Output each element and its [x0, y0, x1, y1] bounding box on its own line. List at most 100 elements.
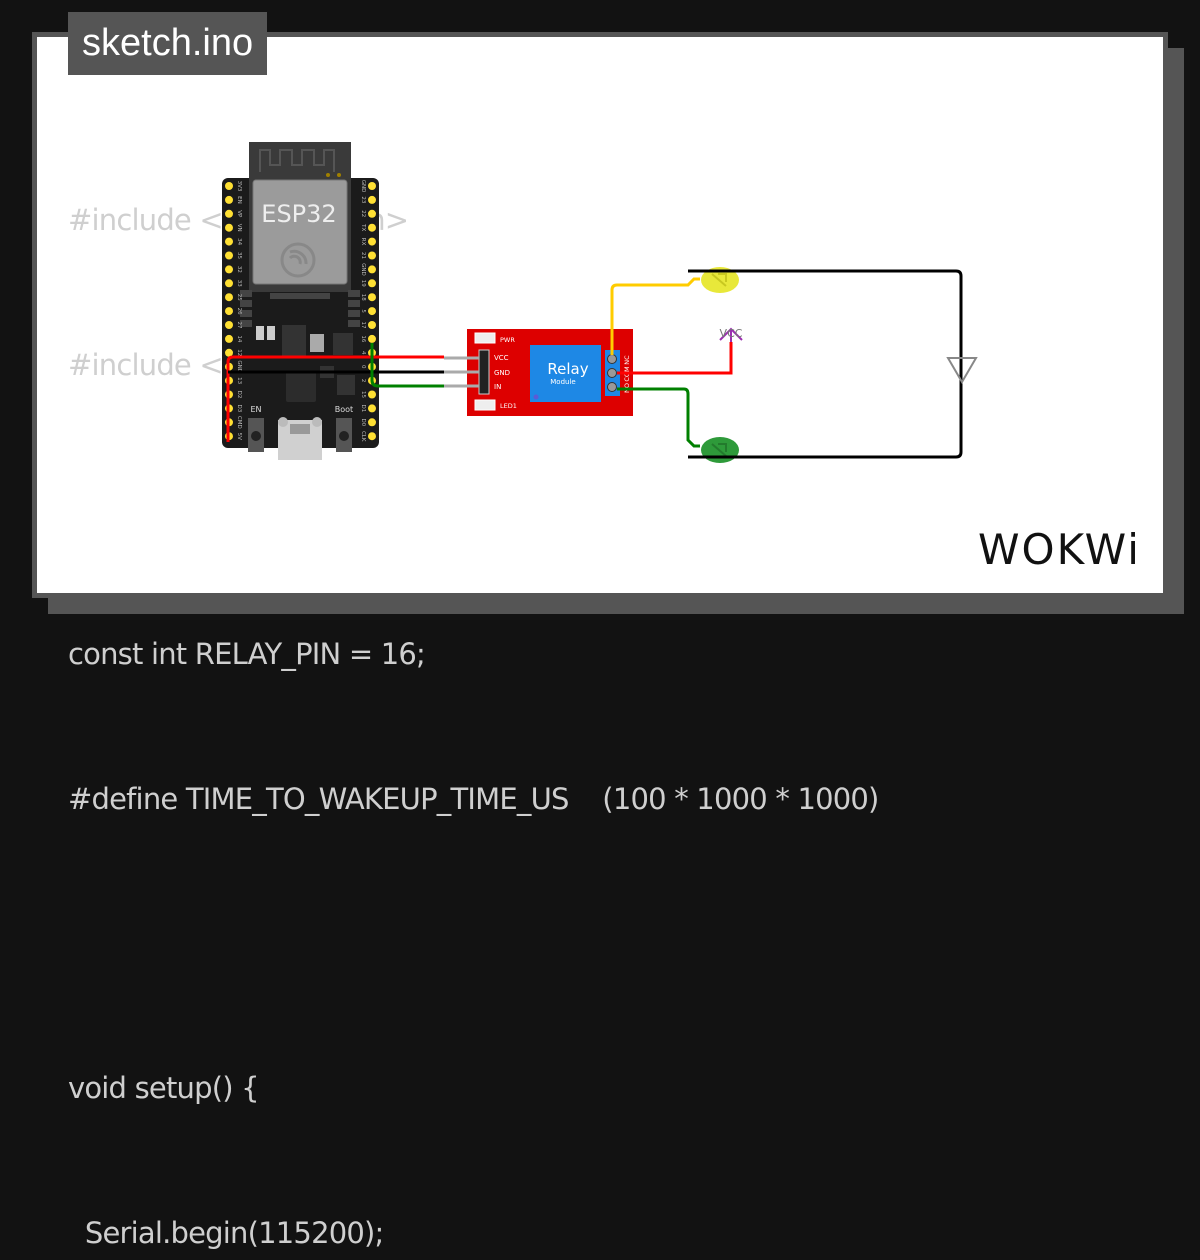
esp32-pin-label: 4 — [360, 351, 366, 355]
esp32-pin-label: 16 — [360, 335, 366, 342]
esp32-pin-label: 34 — [236, 238, 242, 245]
relay-pin-in: IN — [494, 383, 501, 391]
esp32-pin-label: D3 — [236, 405, 242, 413]
vcc-label: VCC — [720, 327, 743, 340]
esp32-pin-12[interactable] — [225, 348, 233, 357]
code-line: #define TIME_TO_WAKEUP_TIME_US (100 * 10… — [68, 781, 879, 816]
esp32-shield — [252, 179, 348, 285]
wire-no-green-led[interactable] — [617, 387, 700, 448]
esp32-pin-label: 3V3 — [236, 181, 242, 192]
relay-pin-gnd: GND — [494, 369, 510, 377]
esp32-pin-27[interactable] — [225, 321, 233, 329]
esp32-pin-34[interactable] — [225, 237, 233, 246]
esp32-pin-d1[interactable] — [368, 404, 376, 413]
esp32-pin-label: 19 — [360, 280, 366, 287]
boot-button-label: Boot — [335, 405, 353, 414]
esp32-pin-22[interactable] — [368, 209, 376, 218]
relay-module[interactable]: PWR LED1 VCC GND IN Relay Module NC COM … — [467, 329, 633, 416]
en-button[interactable] — [248, 418, 264, 452]
usb-port-icon — [278, 417, 322, 460]
ground-symbol-icon — [946, 357, 978, 384]
green-led[interactable] — [701, 437, 739, 463]
antenna-trace-icon — [259, 149, 335, 172]
esp32-label: ESP32 — [261, 200, 336, 228]
esp32-pin-32[interactable] — [225, 265, 233, 274]
esp32-pin-en[interactable] — [225, 195, 233, 204]
esp32-pin-label: 5V — [236, 433, 242, 440]
esp32-pin-14[interactable] — [225, 334, 233, 343]
wire-gpio16-in[interactable] — [370, 343, 444, 388]
esp32-pin-23[interactable] — [368, 195, 376, 204]
esp32-pin-label: 25 — [236, 294, 242, 301]
esp32-board[interactable]: ESP32 EN Boot — [222, 142, 379, 460]
esp32-pin-17[interactable] — [368, 321, 376, 329]
esp32-pin-label: GND — [360, 180, 366, 193]
esp32-pin-26[interactable] — [225, 307, 233, 316]
esp32-pin-15[interactable] — [368, 390, 376, 399]
esp32-pin-19[interactable] — [368, 279, 376, 288]
esp32-pin-label: 17 — [360, 322, 366, 329]
relay-title: Relay — [547, 360, 588, 378]
esp32-pin-label: D1 — [360, 405, 366, 413]
esp32-pin-18[interactable] — [368, 293, 376, 302]
esp32-pin-label: GND — [236, 360, 242, 373]
esp32-pin-label: 27 — [236, 322, 242, 329]
esp32-pin-16[interactable] — [368, 334, 376, 343]
wire-pins — [444, 356, 479, 388]
esp32-pin-label: D0 — [360, 418, 366, 426]
esp32-pin-label: GND — [360, 263, 366, 276]
wokwi-logo: WOKWi — [978, 525, 1141, 574]
esp32-pin-label: 14 — [236, 335, 242, 342]
esp32-pin-label: 12 — [236, 349, 242, 356]
esp32-pin-label: 21 — [360, 252, 366, 259]
esp32-pin-35[interactable] — [225, 251, 233, 260]
esp32-pin-label: 13 — [236, 377, 242, 384]
relay-block — [530, 345, 601, 402]
esp32-pin-label: 26 — [236, 308, 242, 315]
esp32-pin-gnd[interactable] — [368, 265, 376, 274]
wire-nc-yellow-led[interactable] — [610, 277, 700, 355]
esp32-pin-3v3[interactable] — [225, 182, 233, 190]
wire-ground-loop[interactable] — [688, 269, 963, 459]
en-button-label: EN — [250, 405, 261, 414]
vcc-symbol: VCC — [719, 327, 743, 342]
esp32-pin-label: 33 — [236, 280, 242, 287]
yellow-led[interactable] — [701, 267, 739, 293]
esp32-pin-21[interactable] — [368, 251, 376, 260]
relay-subtitle: Module — [550, 378, 575, 386]
wire-com-vcc[interactable] — [617, 342, 733, 375]
esp32-pin-label: RX — [360, 238, 366, 246]
esp32-pin-d0[interactable] — [368, 418, 376, 427]
circuit-diagram: ESP32 EN Boot — [222, 142, 978, 463]
esp32-chip — [286, 372, 316, 402]
esp32-pin-vn[interactable] — [225, 223, 233, 232]
esp32-pin-rx[interactable] — [368, 237, 376, 246]
led1-label: LED1 — [500, 402, 517, 410]
code-line: Serial.begin(115200); — [68, 1215, 384, 1250]
esp32-pin-label: 35 — [236, 252, 242, 259]
esp32-pin-tx[interactable] — [368, 223, 376, 232]
espressif-logo-icon — [280, 242, 316, 278]
esp32-pin-25[interactable] — [225, 293, 233, 302]
esp32-pin-label: CMD — [236, 416, 242, 429]
code-line: void setup() { — [68, 1070, 260, 1105]
boot-button[interactable] — [336, 418, 352, 452]
esp32-pin-label: D2 — [236, 391, 242, 399]
esp32-pin-label: CLK — [360, 431, 366, 442]
esp32-pin-clk[interactable] — [368, 432, 376, 441]
vcc-arrow-icon — [719, 327, 743, 341]
wire-5v-vcc[interactable] — [226, 355, 444, 442]
esp32-pin-5[interactable] — [368, 307, 376, 316]
esp32-pin-label: VN — [236, 224, 242, 232]
terminal-nc-label: NC — [623, 355, 631, 365]
esp32-pin-33[interactable] — [225, 279, 233, 288]
pwr-led-label: PWR — [500, 336, 515, 344]
esp32-pin-label: 15 — [360, 391, 366, 398]
code-line — [68, 919, 879, 967]
esp32-pin-label: 18 — [360, 294, 366, 301]
file-title-tab[interactable]: sketch.ino — [68, 12, 268, 75]
esp32-pin-vp[interactable] — [225, 209, 233, 218]
esp32-pin-label: 2 — [360, 379, 366, 383]
esp32-pin-gnd[interactable] — [368, 182, 376, 190]
